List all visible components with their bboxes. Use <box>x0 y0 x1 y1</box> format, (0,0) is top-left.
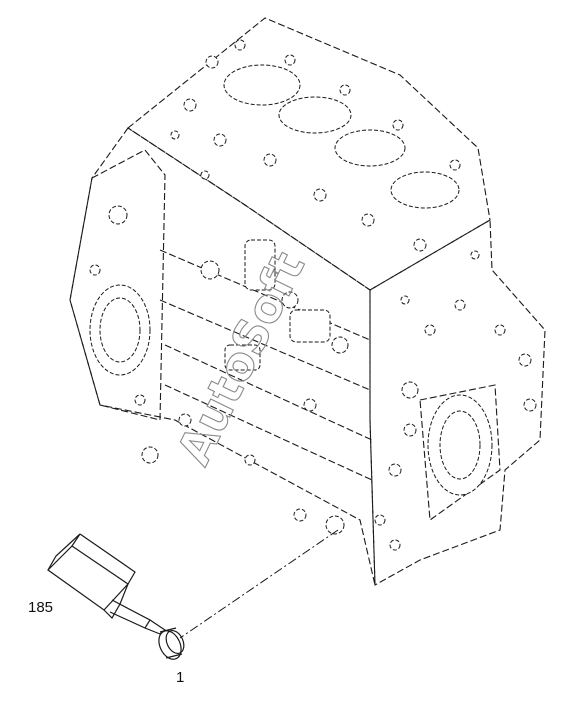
callout-185: 185 <box>28 599 53 616</box>
rear-plate-bore <box>89 205 151 406</box>
front-face-details <box>374 250 537 551</box>
leader-line <box>179 529 339 639</box>
expansion-plug <box>158 627 185 660</box>
callout-1: 1 <box>176 669 184 686</box>
cylinder-bores <box>223 64 460 209</box>
sealant-tube <box>47 533 167 635</box>
engine-block <box>69 17 546 586</box>
deck-bolt-holes <box>170 39 461 252</box>
watermark: AutoSoft <box>166 244 315 473</box>
side-face-details <box>141 239 349 535</box>
